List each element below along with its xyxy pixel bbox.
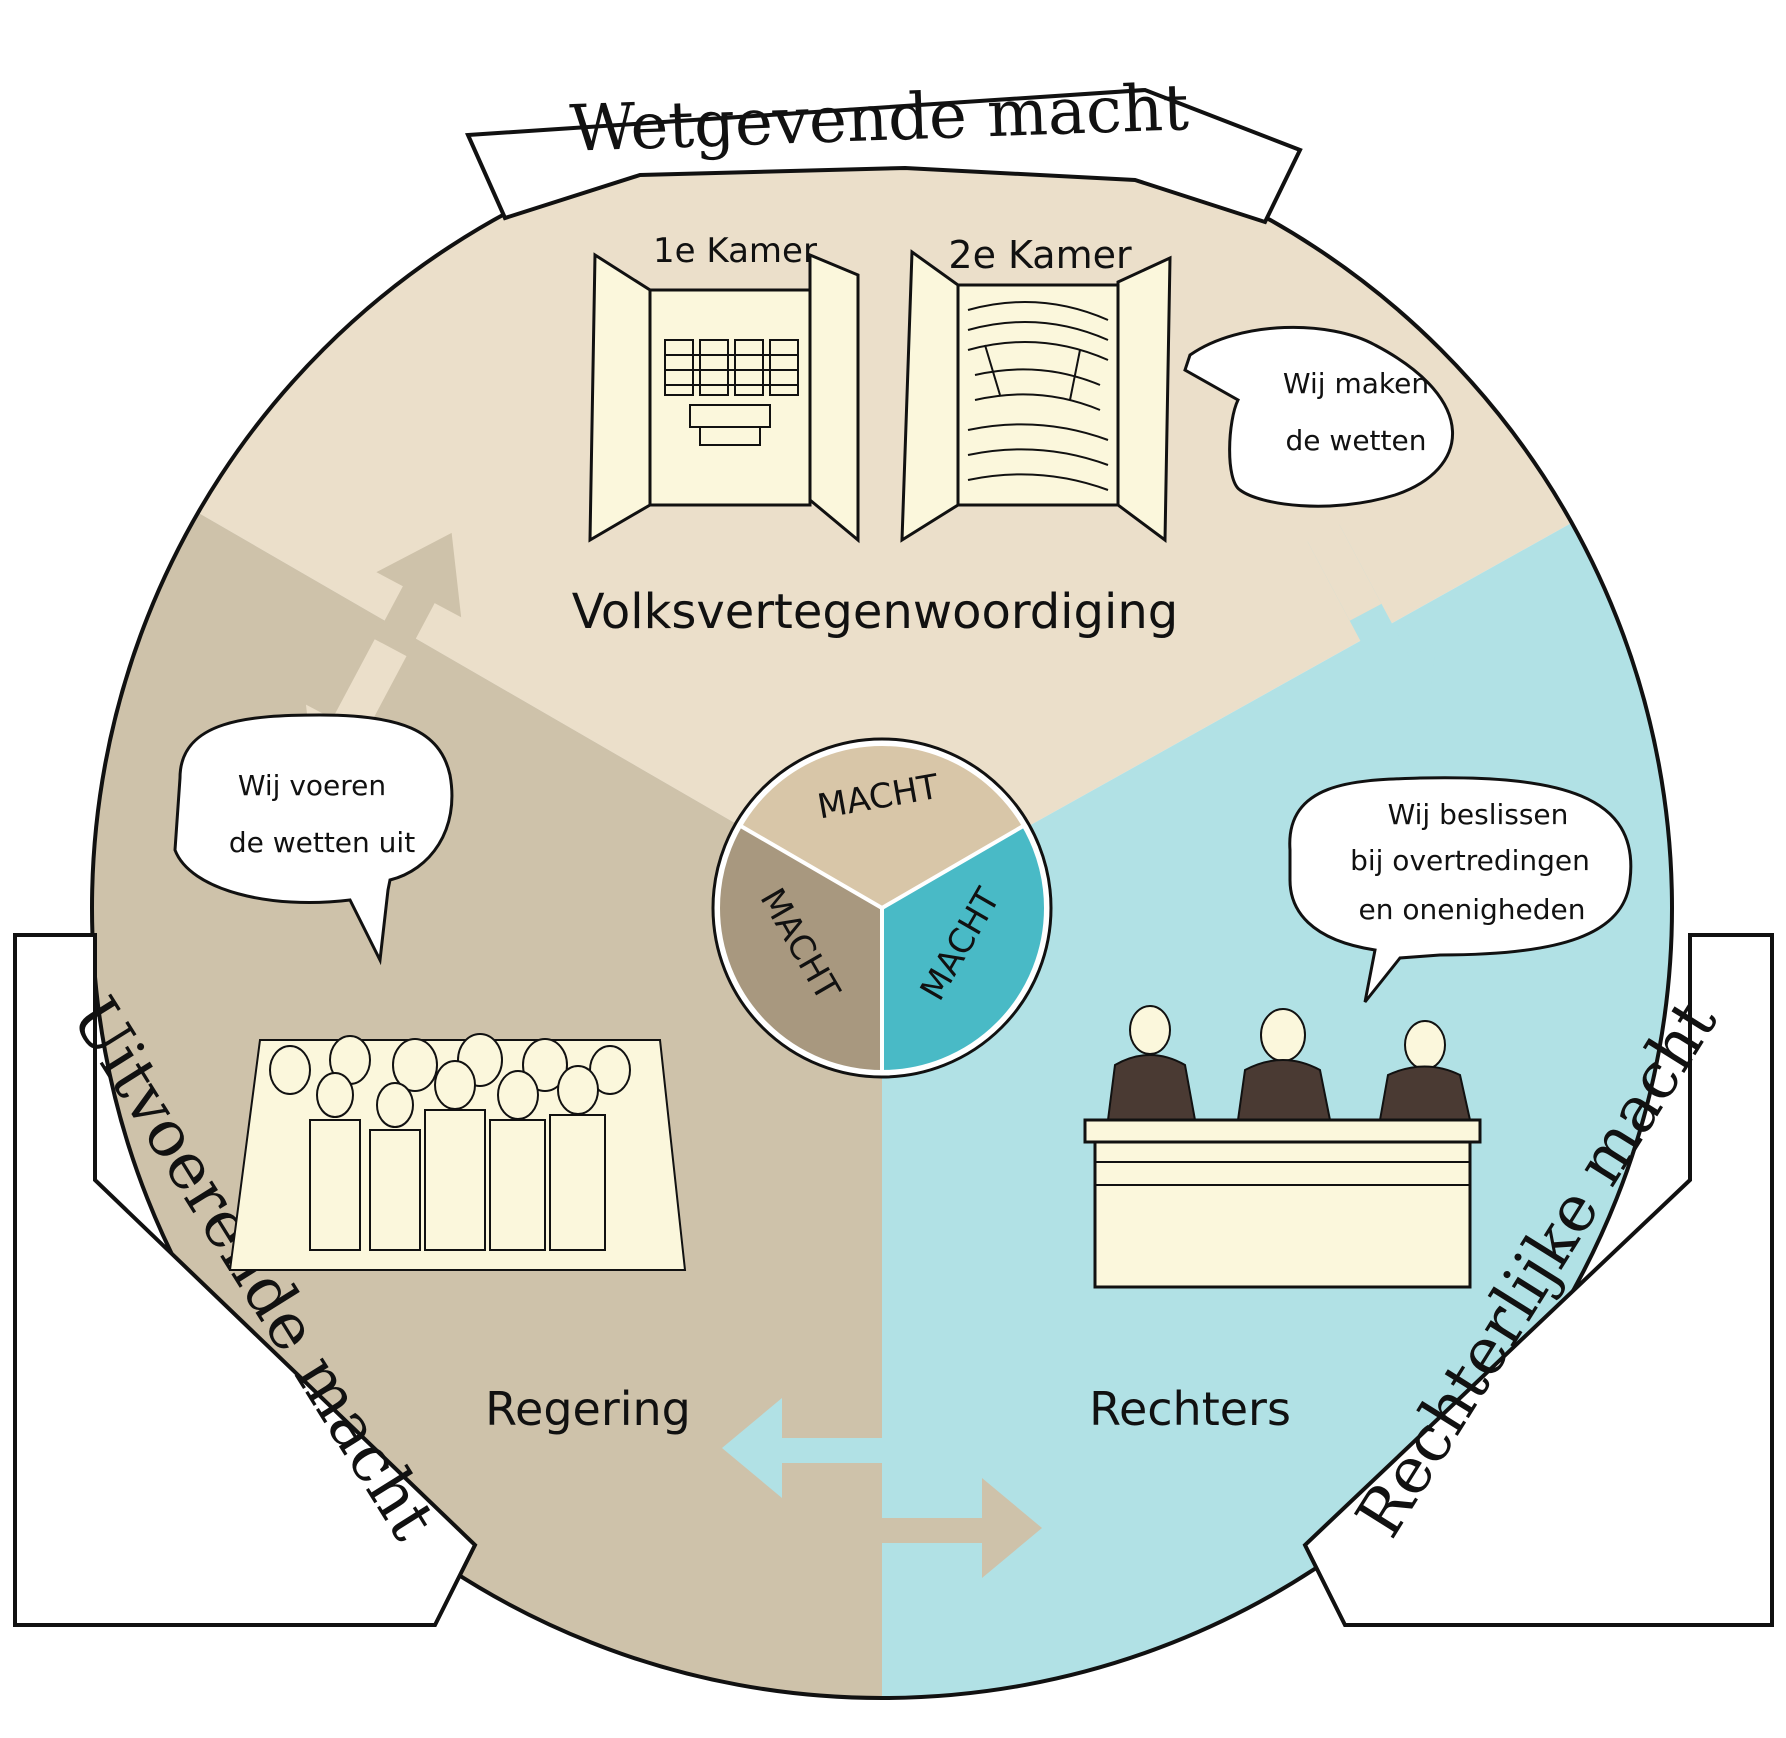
executive-title: Regering	[485, 1382, 691, 1436]
banner-legislative: Wetgevende macht	[465, 71, 1303, 225]
legislative-sector	[197, 118, 1600, 908]
legislative-title: Volksvertegenwoordiging	[572, 584, 1178, 640]
government-people-illustration	[228, 1033, 687, 1271]
center-sector-left	[716, 825, 882, 1074]
svg-text:1e Kamer: 1e Kamer	[653, 231, 817, 271]
chamber1-label: 1e Kamer	[653, 231, 817, 271]
center-sector-top	[739, 742, 1025, 908]
judges-bench-illustration	[1083, 1005, 1482, 1289]
svg-text:de wetten: de wetten	[1286, 424, 1427, 457]
double-arrow-executive-judicial	[722, 1398, 1042, 1578]
center-circle: MACHT MACHT MACHT	[711, 737, 1053, 1079]
svg-text:Wij beslissen: Wij beslissen	[1388, 798, 1569, 831]
judicial-speech-bubble: Wij beslissen bij overtredingen en oneni…	[1288, 776, 1633, 1003]
center-sector-right	[882, 825, 1048, 1074]
judicial-title: Rechters	[1089, 1382, 1291, 1436]
double-arrow-legislative-judicial	[1280, 471, 1437, 728]
svg-text:Wij voeren: Wij voeren	[238, 769, 386, 802]
svg-text:bij overtredingen: bij overtredingen	[1350, 844, 1590, 877]
executive-speech-bubble: Wij voeren de wetten uit	[173, 713, 454, 966]
svg-text:Wij maken: Wij maken	[1283, 367, 1429, 400]
chamber2-label: 2e Kamer	[948, 233, 1132, 277]
svg-text:de wetten uit: de wetten uit	[229, 826, 415, 859]
svg-text:2e Kamer: 2e Kamer	[948, 233, 1132, 277]
legislative-speech-bubble: Wij maken de wetten	[1183, 325, 1454, 508]
senate-chamber-illustration	[588, 252, 860, 544]
svg-text:en onenigheden: en onenigheden	[1359, 893, 1586, 926]
house-chamber-illustration	[900, 249, 1172, 543]
